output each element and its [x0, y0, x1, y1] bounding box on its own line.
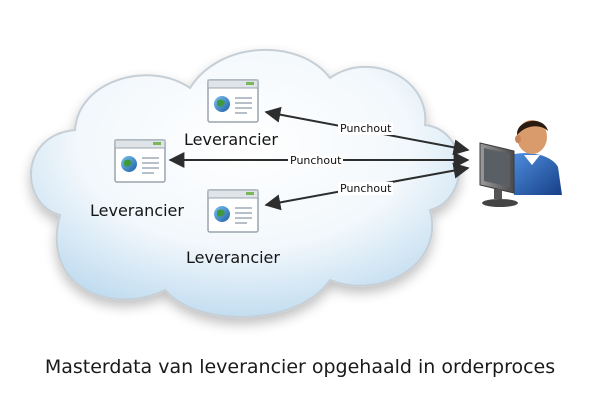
- web-page-icon: [114, 139, 166, 183]
- diagram-caption: Masterdata van leverancier opgehaald in …: [44, 356, 556, 378]
- connection-label-top: Punchout: [338, 122, 394, 135]
- supplier-label-left: Leverancier: [90, 201, 184, 220]
- supplier-label-bottom: Leverancier: [186, 248, 280, 267]
- user-at-computer-icon: [479, 120, 562, 207]
- web-page-icon: [207, 79, 259, 123]
- supplier-label-top: Leverancier: [184, 130, 278, 149]
- connection-label-middle: Punchout: [288, 154, 344, 167]
- connection-label-bottom: Punchout: [338, 182, 394, 195]
- diagram-canvas: [29, 49, 562, 319]
- web-page-icon: [207, 189, 259, 233]
